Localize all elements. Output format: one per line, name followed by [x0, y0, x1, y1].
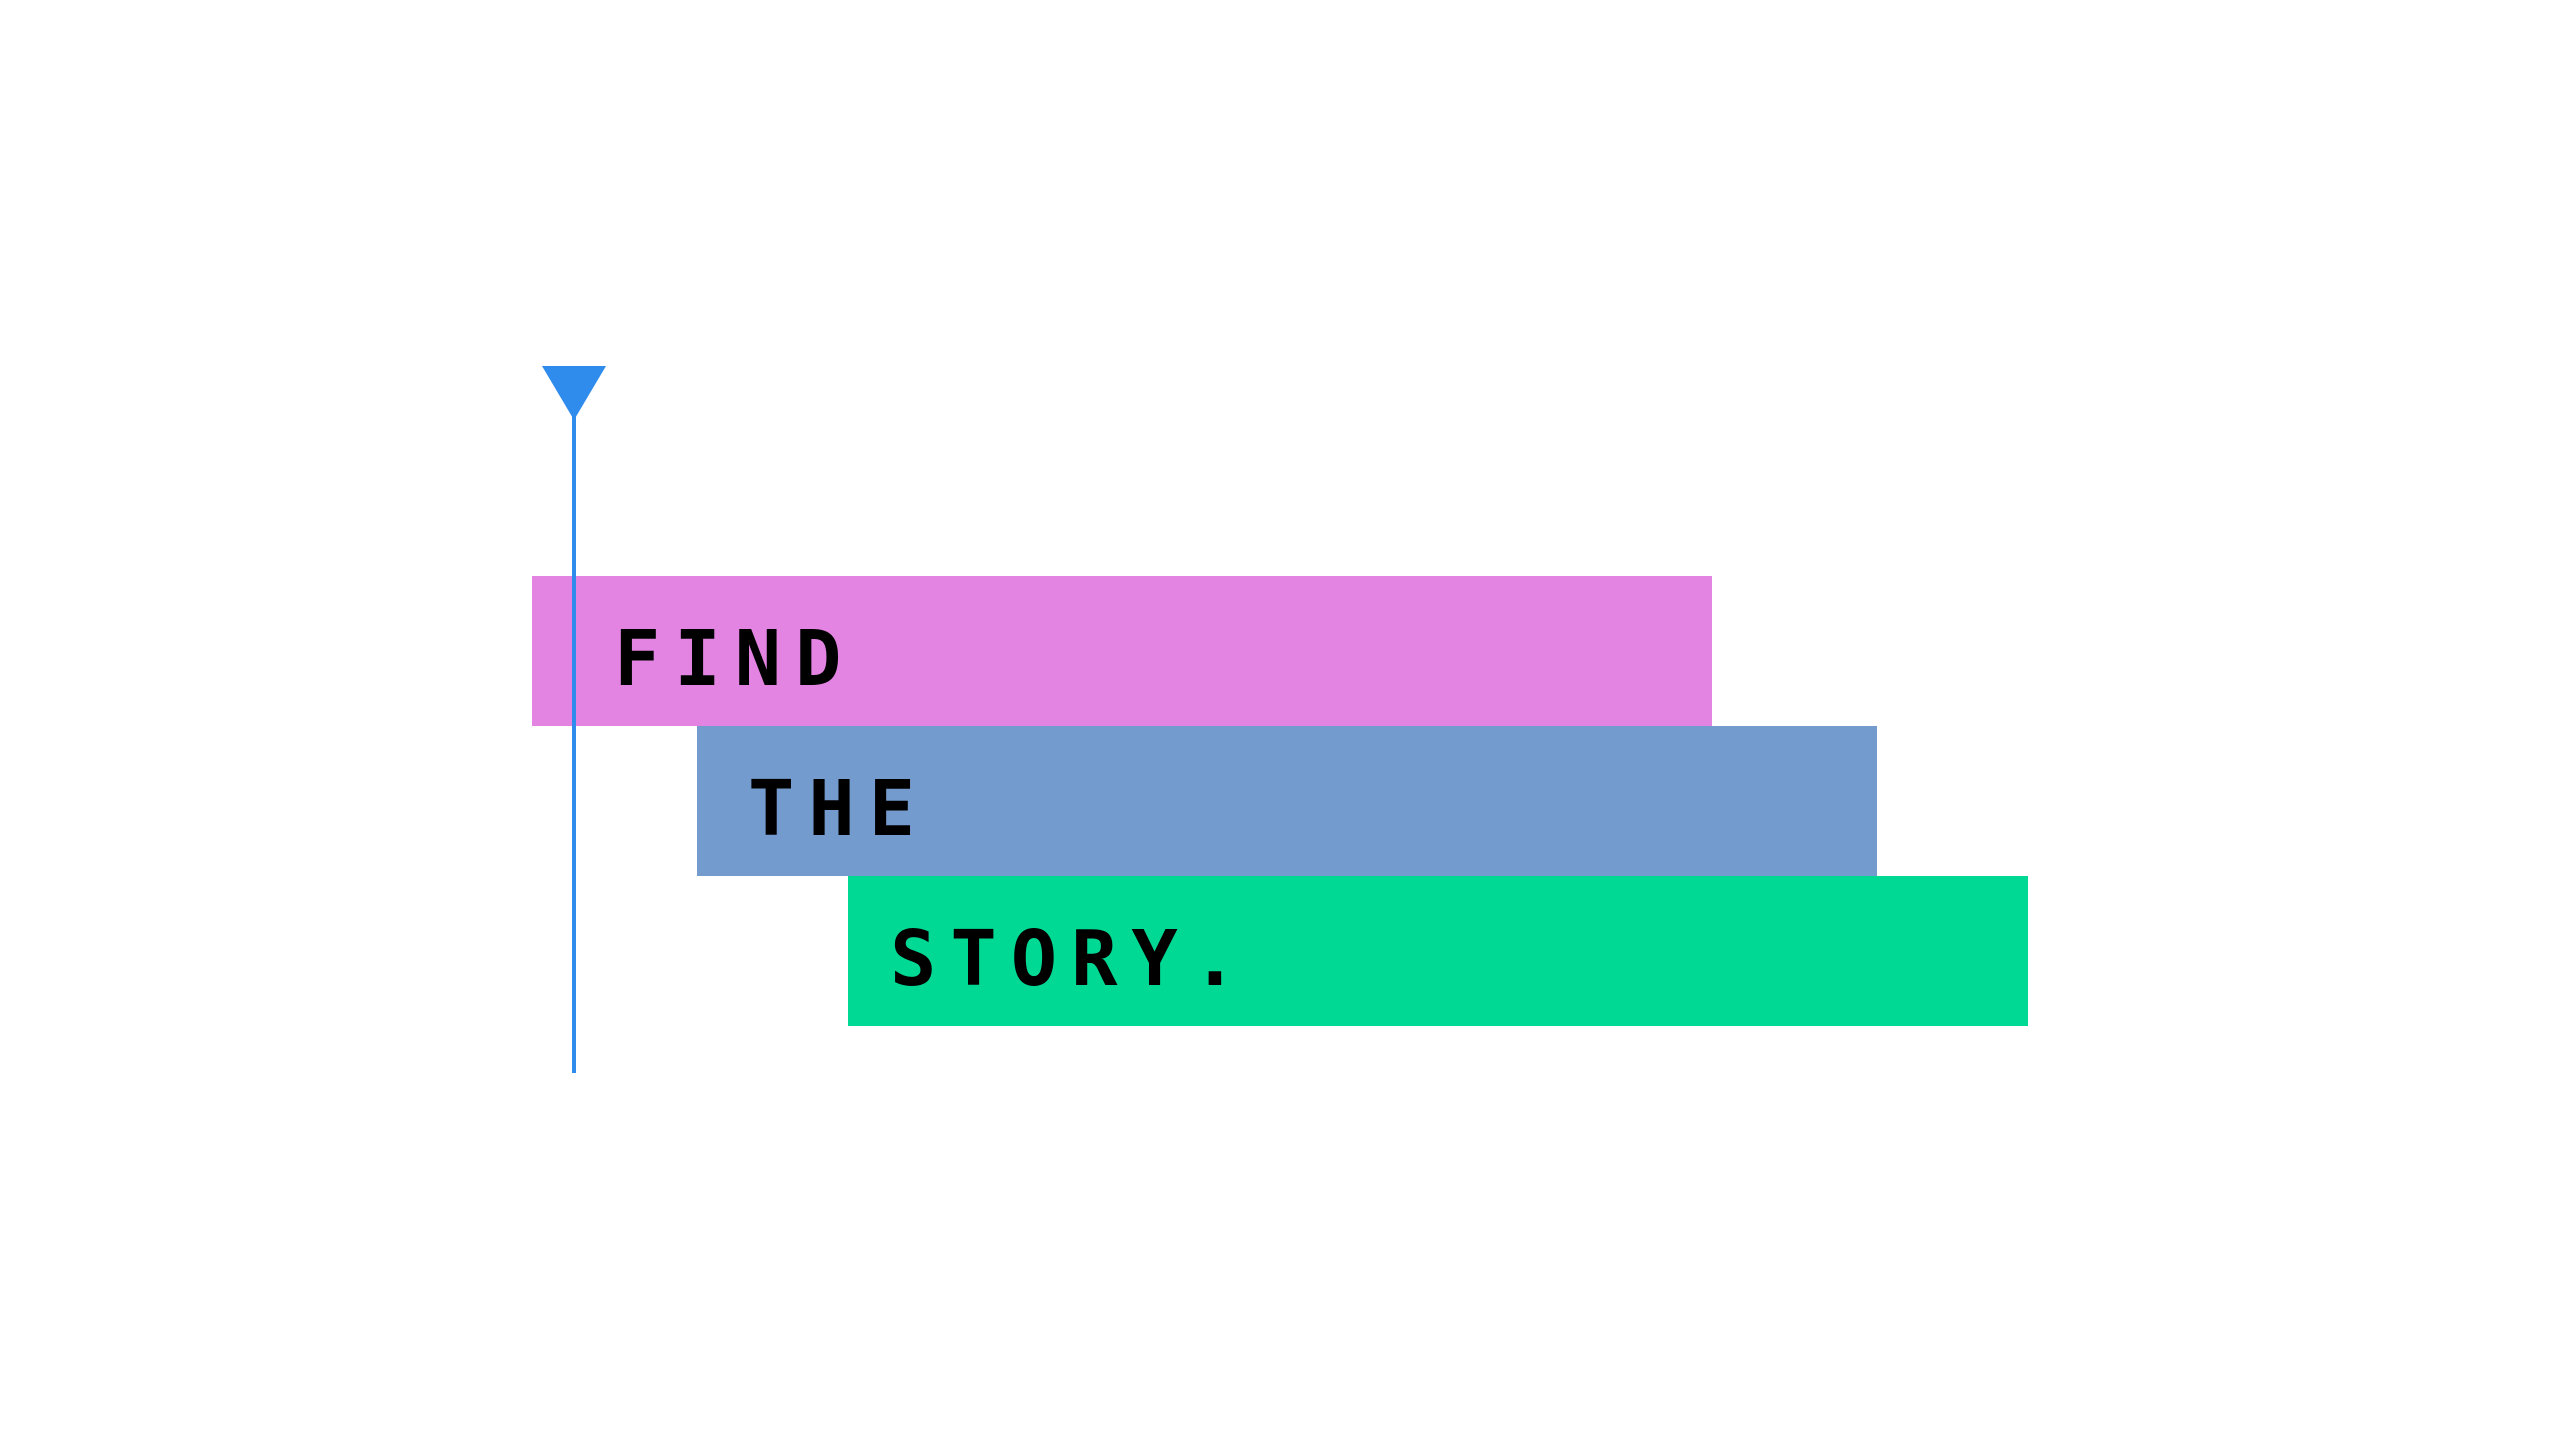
track-label: FIND	[614, 615, 856, 704]
playhead-line[interactable]	[572, 400, 576, 1073]
track-bar-find[interactable]: FIND	[532, 576, 1712, 726]
track-bar-the[interactable]: THE	[697, 726, 1877, 876]
track-bar-story[interactable]: STORY.	[848, 876, 2028, 1026]
playhead-handle-icon[interactable]	[542, 366, 606, 420]
track-label: THE	[748, 765, 930, 854]
track-label: STORY.	[890, 915, 1253, 1004]
